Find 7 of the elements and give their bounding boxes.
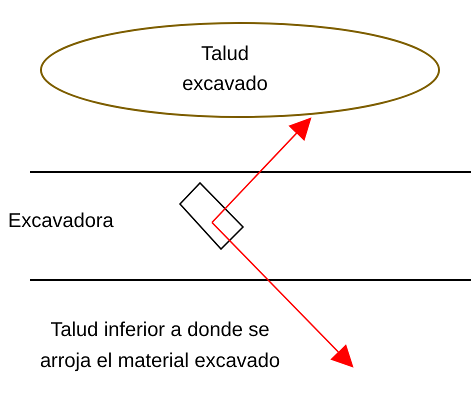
label-text: Talud inferior a donde se arroja el material excavado xyxy=(38,318,282,374)
label-text: Talud excavado xyxy=(181,42,269,97)
slope-ellipse xyxy=(40,22,440,118)
arrow xyxy=(211,222,354,368)
arrow xyxy=(211,117,312,224)
label-text: Excavadora xyxy=(8,209,114,234)
excavator-box xyxy=(178,181,246,252)
